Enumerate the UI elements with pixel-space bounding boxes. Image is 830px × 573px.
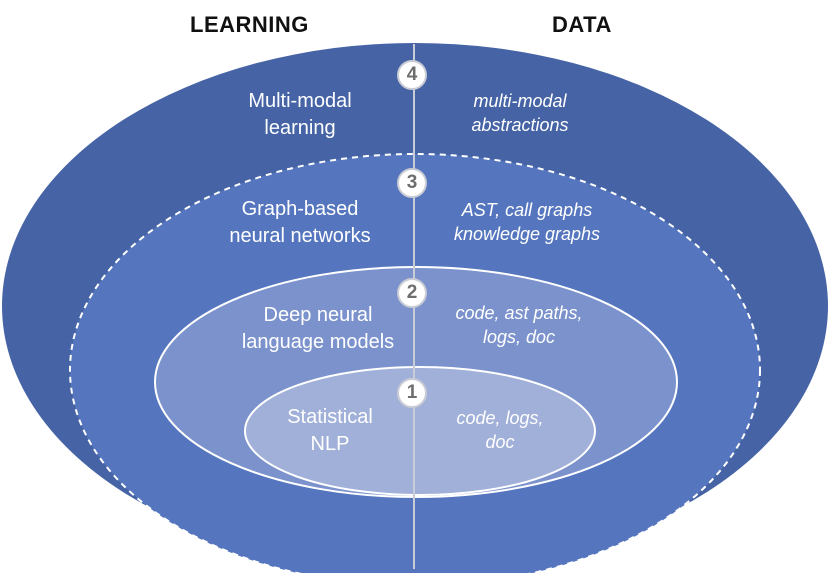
level-2-learning-label: Deep neural language models <box>241 304 395 353</box>
level-3-data-label: AST, call graphs knowledge graphs <box>453 200 601 244</box>
data-column-header: DATA <box>552 12 612 37</box>
learning-column-header: LEARNING <box>190 12 309 37</box>
level-1-ellipse <box>244 366 596 496</box>
level-1-data-label: code, logs, doc <box>456 408 544 452</box>
level-3-learning-label: Graph-based neural networks <box>229 198 371 247</box>
level-1-learning-label: Statistical NLP <box>287 406 373 455</box>
level-4-number-badge: 4 <box>397 60 427 90</box>
level-3-number-badge: 3 <box>397 168 427 198</box>
level-4-data-label: multi-modal abstractions <box>471 91 569 135</box>
level-2-number-badge: 2 <box>397 278 427 308</box>
level-4-learning-label: Multi-modal learning <box>248 90 352 139</box>
level-2-data-label: code, ast paths, logs, doc <box>455 303 583 347</box>
level-1-number-badge: 1 <box>397 378 427 408</box>
